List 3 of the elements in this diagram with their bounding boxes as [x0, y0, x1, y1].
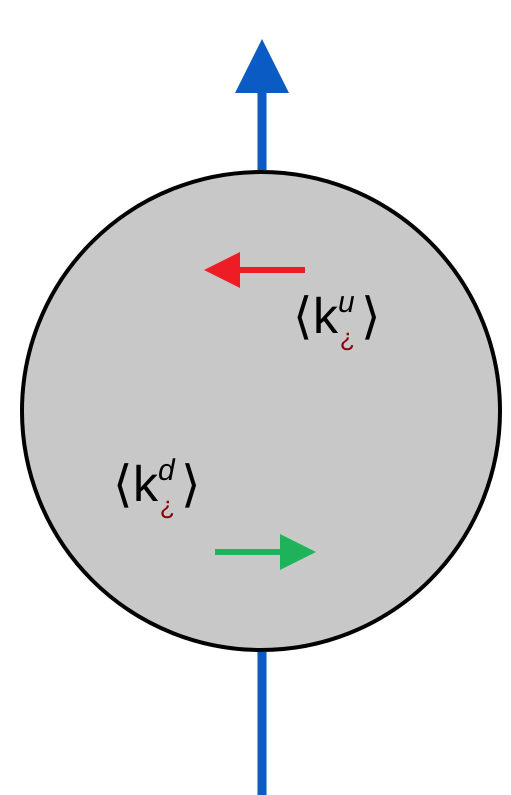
math-label: ⟨k$^{d}$$_{¿}$⟩ — [113, 456, 202, 518]
sphere — [20, 170, 502, 652]
math-label: ⟨k$^{u}$$_{¿}$⟩ — [293, 288, 382, 350]
